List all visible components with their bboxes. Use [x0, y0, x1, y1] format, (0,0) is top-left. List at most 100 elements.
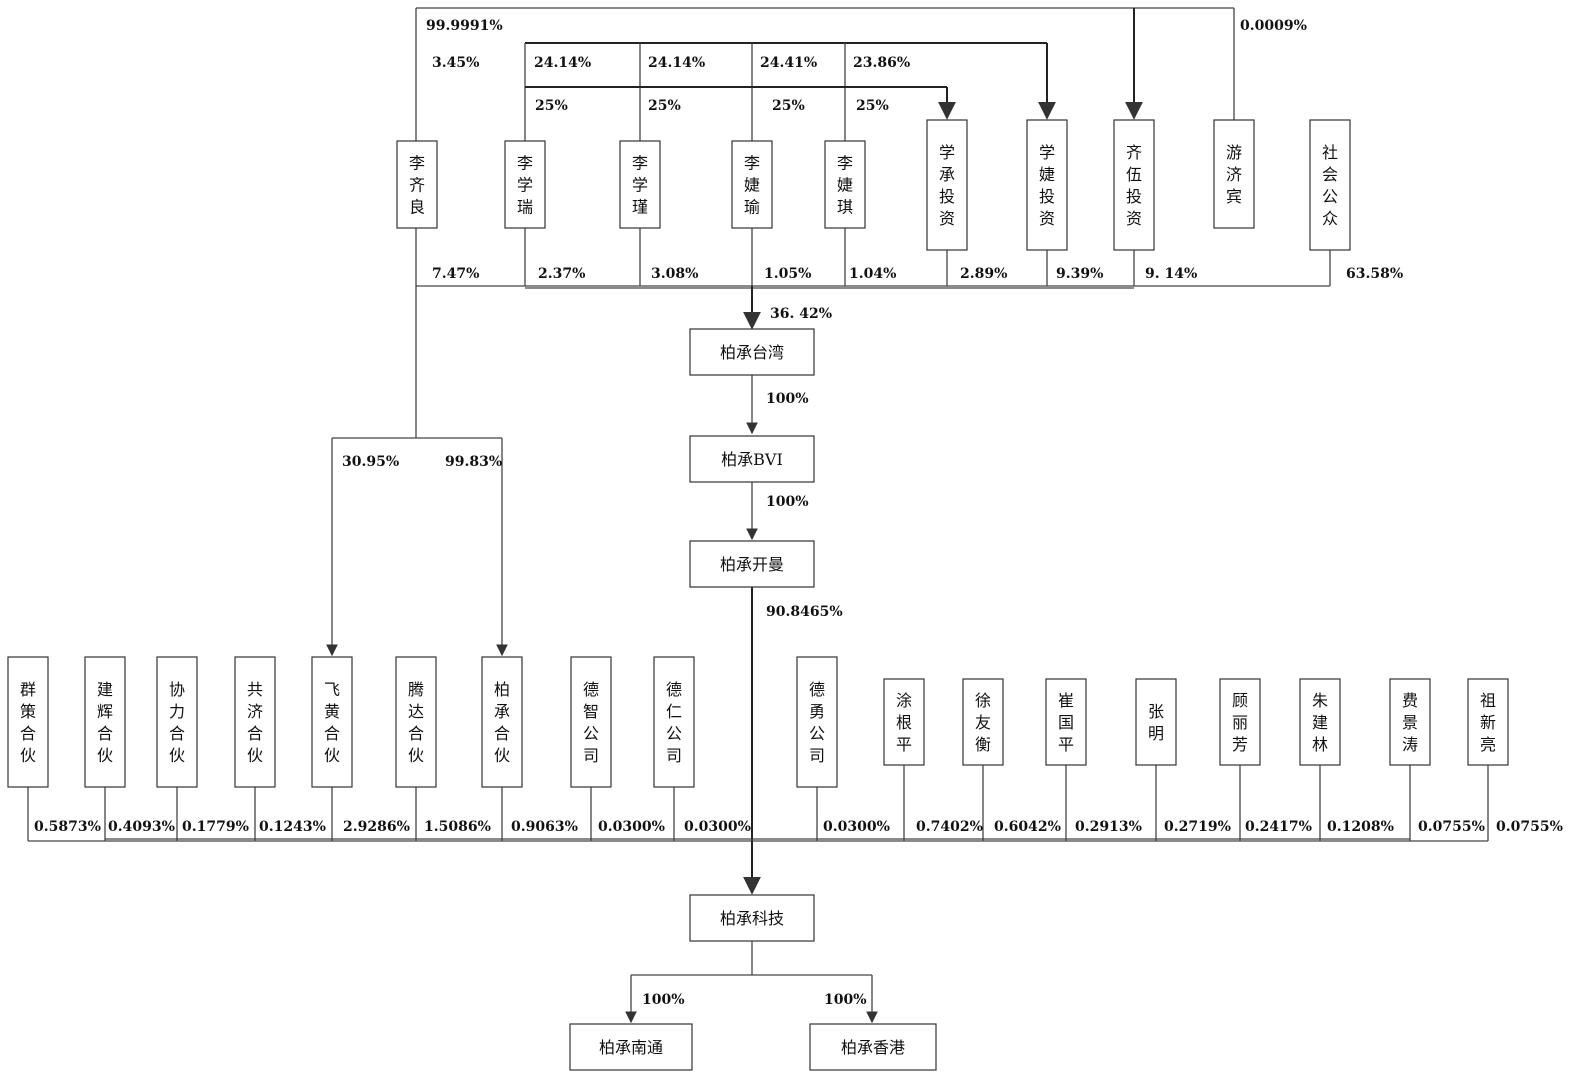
pct-b-deyong: 0.0300% [823, 819, 890, 835]
entity-box-xuecheng-inv: 学承投资 [926, 119, 968, 251]
entity-box-bocheng-tech-label: 柏承科技 [720, 909, 784, 928]
entity-box-bocheng-hehuo-border [481, 656, 523, 788]
entity-box-bocheng-hehuo-label: 柏承合伙 [494, 680, 510, 765]
entity-box-bocheng-tech-border [689, 894, 815, 942]
entity-box-deyong-border [796, 656, 838, 788]
entity-box-bocheng-tech: 柏承科技 [689, 894, 815, 942]
entity-box-public: 社会公众 [1309, 119, 1351, 251]
entity-box-deren-label: 德仁公司 [666, 680, 682, 765]
entity-box-xu-youheng-label: 徐友衡 [975, 691, 991, 754]
pct-p-100-hk: 100% [824, 992, 867, 1008]
entity-box-deren-border [653, 656, 695, 788]
entity-box-you-jibin-label: 游济宾 [1226, 143, 1242, 206]
pct-b-fei: 0.0755% [1418, 819, 1485, 835]
entity-box-bocheng-cayman-label: 柏承开曼 [720, 555, 784, 574]
entity-box-qiwu-inv: 齐伍投资 [1113, 119, 1155, 251]
pct-b-xieli: 0.1779% [182, 819, 249, 835]
entity-box-qunce-border [7, 656, 49, 788]
pct-p-939: 9.39% [1056, 266, 1103, 282]
entity-box-bocheng-cayman-border [689, 540, 815, 588]
entity-box-bocheng-bvi-label: 柏承BVI [721, 450, 783, 469]
pct-b-xu: 0.6042% [994, 819, 1061, 835]
entity-box-li-xuerui-label: 李学瑞 [517, 154, 533, 217]
pct-b-deren: 0.0300% [684, 819, 751, 835]
entity-box-feihuang-label: 飞黄合伙 [324, 680, 340, 765]
entity-box-bocheng-bvi-border [689, 435, 815, 483]
entity-box-fei-jingtao-border [1389, 678, 1431, 766]
entity-box-xu-youheng-border [962, 678, 1004, 766]
pct-p-289: 2.89% [960, 266, 1007, 282]
entity-box-xuecheng-inv-label: 学承投资 [939, 143, 955, 228]
pct-b-feihuang: 2.9286% [343, 819, 410, 835]
pct-b-jianhui: 0.4093% [108, 819, 175, 835]
entity-box-feihuang-border [311, 656, 353, 788]
pct-p-9983: 99.83% [445, 454, 502, 470]
entity-box-li-xuerui: 李学瑞 [504, 140, 546, 229]
entity-box-gongji-border [234, 656, 276, 788]
entity-box-zhu-jianlin: 朱建林 [1299, 678, 1341, 766]
entity-box-li-xuejin-label: 李学瑾 [632, 154, 648, 217]
entity-box-cui-guoping-border [1045, 678, 1087, 766]
entity-box-tu-genping: 涂根平 [883, 678, 925, 766]
pct-b-tu: 0.7402% [916, 819, 983, 835]
pct-p-25b: 25% [648, 98, 681, 114]
entity-box-zu-xinliang-border [1467, 678, 1509, 766]
entity-box-xu-youheng: 徐友衡 [962, 678, 1004, 766]
entity-box-bocheng-taiwan: 柏承台湾 [689, 328, 815, 376]
entity-box-li-xuejin: 李学瑾 [619, 140, 661, 229]
pct-p-345: 3.45% [432, 55, 479, 71]
entity-box-gu-lifang: 顾丽芳 [1219, 678, 1261, 766]
pct-p-25c: 25% [772, 98, 805, 114]
pct-p-2386: 23.86% [853, 55, 910, 71]
entity-box-deyong-label: 德勇公司 [809, 680, 825, 765]
entity-box-dezhi-label: 德智公司 [583, 680, 599, 765]
entity-box-deyong: 德勇公司 [796, 656, 838, 788]
entity-box-tu-genping-border [883, 678, 925, 766]
entity-box-bocheng-hk-border [809, 1023, 937, 1071]
entity-box-feihuang: 飞黄合伙 [311, 656, 353, 788]
entity-box-xieli: 协力合伙 [156, 656, 198, 788]
entity-box-zhu-jianlin-label: 朱建林 [1312, 691, 1328, 754]
pct-p-3642: 36. 42% [770, 306, 832, 322]
entity-box-li-jieqi-label: 李婕琪 [837, 154, 853, 217]
pct-p-999991: 99.9991% [426, 18, 503, 34]
entity-box-li-jieqi: 李婕琪 [824, 140, 866, 229]
entity-box-bocheng-bvi: 柏承BVI [689, 435, 815, 483]
pct-b-dezhi: 0.0300% [598, 819, 665, 835]
entity-box-bocheng-nantong-border [569, 1023, 693, 1071]
entity-box-fei-jingtao: 费景涛 [1389, 678, 1431, 766]
entity-box-li-jieqi-border [824, 140, 866, 229]
entity-box-qunce: 群策合伙 [7, 656, 49, 788]
entity-box-tengda-border [395, 656, 437, 788]
pct-p-308: 3.08% [651, 266, 698, 282]
pct-p-6358: 63.58% [1346, 266, 1403, 282]
entity-box-dezhi-border [570, 656, 612, 788]
entity-box-cui-guoping: 崔国平 [1045, 678, 1087, 766]
entity-box-jianhui-border [84, 656, 126, 788]
entity-box-deren: 德仁公司 [653, 656, 695, 788]
entity-box-li-xuerui-border [504, 140, 546, 229]
pct-b-zu: 0.0755% [1496, 819, 1563, 835]
entity-box-tengda-label: 腾达合伙 [408, 680, 424, 765]
entity-box-tu-genping-label: 涂根平 [896, 691, 912, 754]
pct-p-104: 1.04% [849, 266, 896, 282]
pct-p-100-bvi: 100% [766, 391, 809, 407]
entity-box-bocheng-taiwan-border [689, 328, 815, 376]
entity-box-xieli-label: 协力合伙 [169, 680, 185, 765]
entity-box-xuejie-inv: 学婕投资 [1026, 119, 1068, 251]
entity-box-dezhi: 德智公司 [570, 656, 612, 788]
entity-box-gu-lifang-label: 顾丽芳 [1232, 691, 1248, 754]
entity-box-tengda: 腾达合伙 [395, 656, 437, 788]
entity-box-li-qiliang-border [396, 140, 438, 229]
entity-box-gongji-label: 共济合伙 [247, 680, 263, 765]
pct-p-25d: 25% [856, 98, 889, 114]
entity-box-li-jieyu-label: 李婕瑜 [744, 154, 760, 217]
pct-b-tengda: 1.5086% [424, 819, 491, 835]
pct-p-237: 2.37% [538, 266, 585, 282]
pct-p-2441: 24.41% [760, 55, 817, 71]
entity-box-xuecheng-inv-border [926, 119, 968, 251]
entity-box-zhu-jianlin-border [1299, 678, 1341, 766]
entity-box-zu-xinliang-label: 祖新亮 [1480, 691, 1496, 754]
entity-box-jianhui: 建辉合伙 [84, 656, 126, 788]
pct-p-3095: 30.95% [342, 454, 399, 470]
